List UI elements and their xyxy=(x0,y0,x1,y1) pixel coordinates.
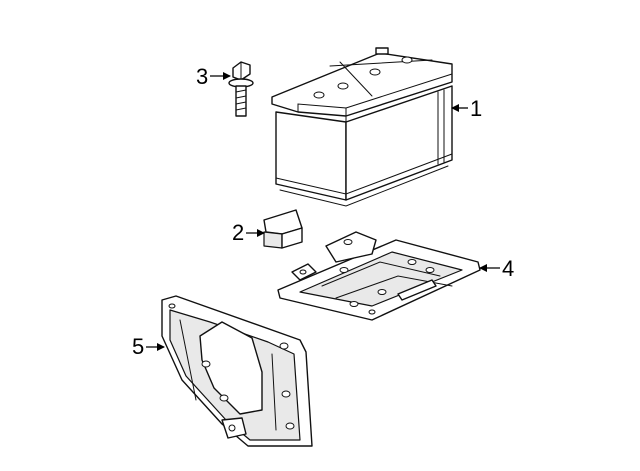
callout-number-5: 5 xyxy=(132,334,144,359)
callout-number-4: 4 xyxy=(502,256,514,281)
callout-number-2: 2 xyxy=(232,220,244,245)
callout-5: 5 xyxy=(132,334,165,359)
callout-2: 2 xyxy=(232,220,265,245)
callout-4: 4 xyxy=(479,256,514,281)
tray xyxy=(277,231,481,321)
callout-1: 1 xyxy=(451,96,482,121)
bracket xyxy=(161,295,313,447)
callout-3: 3 xyxy=(196,64,231,89)
spacer xyxy=(263,209,303,249)
bolt xyxy=(228,61,254,117)
battery xyxy=(271,47,453,207)
callout-number-1: 1 xyxy=(470,96,482,121)
callout-number-3: 3 xyxy=(196,64,208,89)
